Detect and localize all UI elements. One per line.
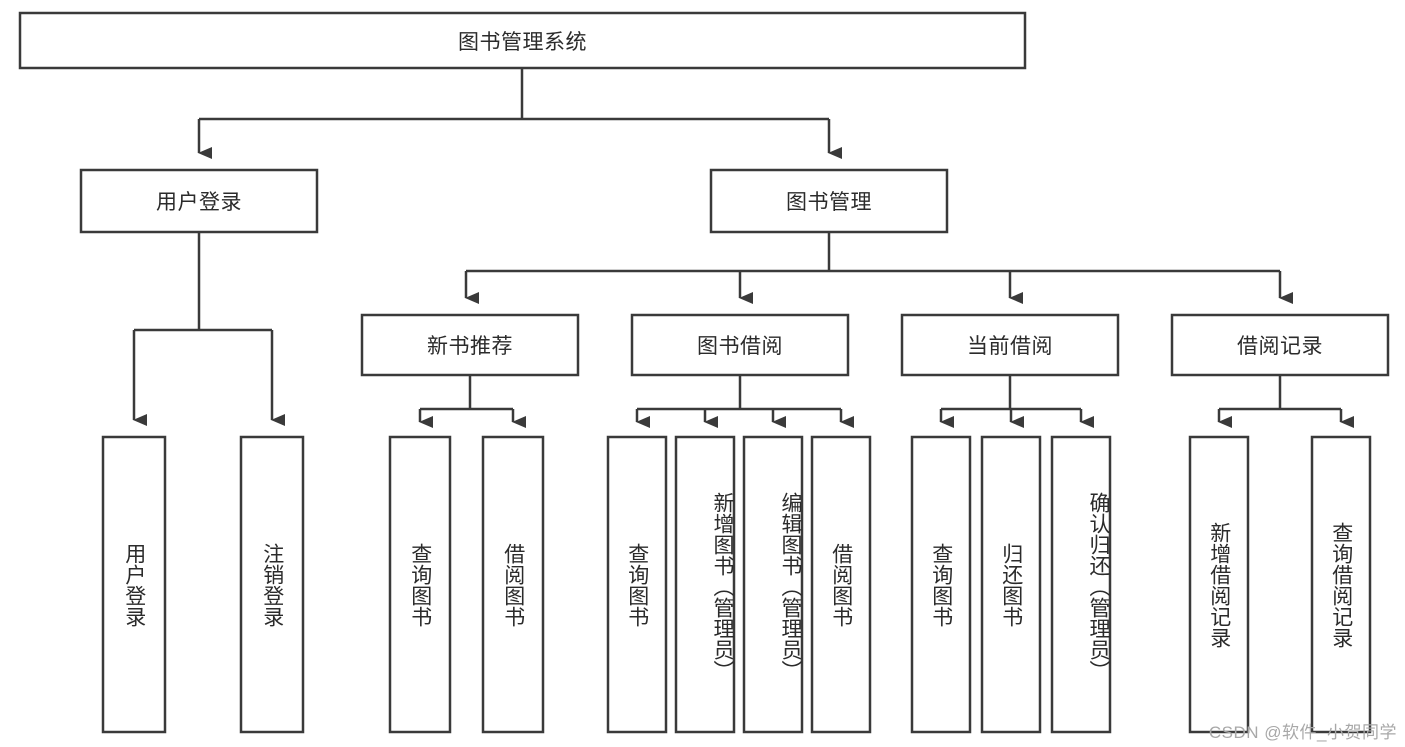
node-leaf-query-record[interactable]	[1310, 435, 1372, 734]
node-current-borrow[interactable]	[900, 313, 1120, 377]
connector-user-login-to-leaves	[132, 232, 285, 426]
node-leaf-user-login[interactable]	[101, 435, 167, 734]
node-user-login[interactable]	[79, 168, 319, 234]
node-leaf-add-book[interactable]	[674, 435, 736, 734]
node-leaf-add-record[interactable]	[1188, 435, 1250, 734]
node-leaf-borrow-book-1[interactable]	[481, 435, 545, 734]
connector-borrow-record-to-leaves	[1217, 375, 1354, 428]
node-borrow-record[interactable]	[1170, 313, 1390, 377]
connector-new-book-rec-to-leaves	[418, 375, 526, 428]
connector-book-borrow-to-leaves	[635, 375, 854, 428]
csdn-watermark: CSDN @软件_小贺同学	[1208, 723, 1397, 742]
node-book-borrow[interactable]	[630, 313, 850, 377]
node-book-manage[interactable]	[709, 168, 949, 234]
connector-root-to-level2	[197, 68, 842, 159]
node-leaf-query-book-2[interactable]	[606, 435, 668, 734]
node-leaf-return-book[interactable]	[980, 435, 1042, 734]
node-leaf-borrow-book-2[interactable]	[810, 435, 872, 734]
node-leaf-edit-book[interactable]	[742, 435, 804, 734]
connector-current-borrow-to-leaves	[939, 375, 1094, 428]
connector-book-manage-to-level3	[464, 232, 1293, 304]
node-leaf-query-book-1[interactable]	[388, 435, 452, 734]
node-leaf-user-logout[interactable]	[239, 435, 305, 734]
node-leaf-query-book-3[interactable]	[910, 435, 972, 734]
node-new-book-rec[interactable]	[360, 313, 580, 377]
node-leaf-confirm-return[interactable]	[1050, 435, 1112, 734]
node-root[interactable]	[18, 11, 1027, 70]
